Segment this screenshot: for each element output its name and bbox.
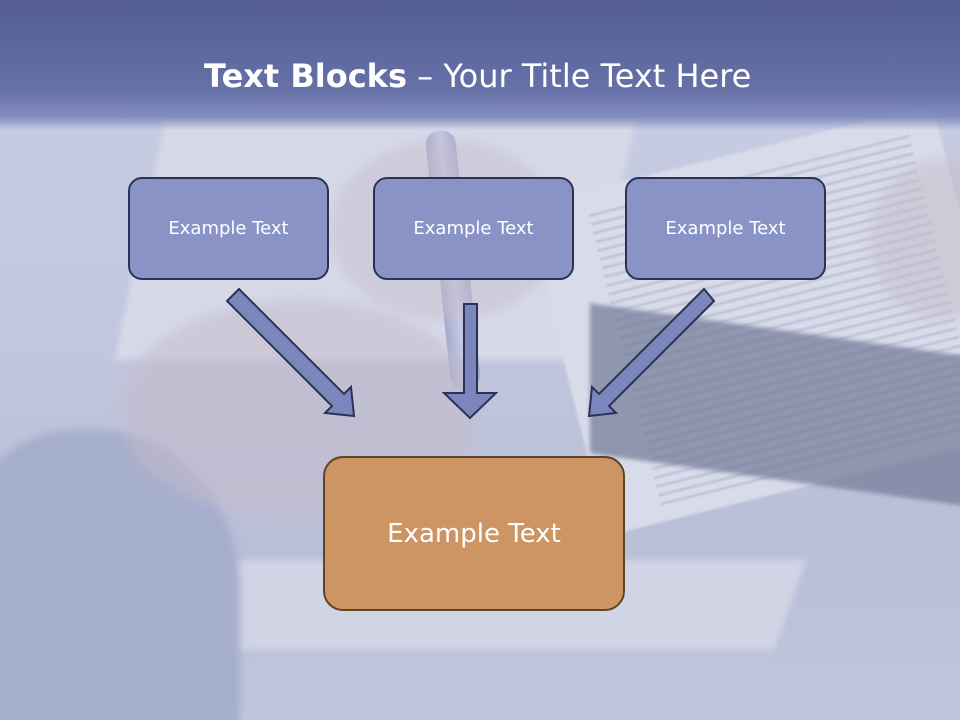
- text-block-2[interactable]: Example Text: [373, 177, 574, 280]
- target-text-block-label: Example Text: [387, 518, 561, 549]
- text-block-3[interactable]: Example Text: [625, 177, 826, 280]
- text-block-2-label: Example Text: [413, 218, 534, 239]
- title-banner: [0, 0, 960, 130]
- title-bold: Text Blocks: [204, 57, 407, 95]
- slide-title: Text Blocks – Your Title Text Here: [204, 56, 751, 96]
- text-block-1-label: Example Text: [168, 218, 289, 239]
- title-rest: – Your Title Text Here: [407, 57, 752, 95]
- target-text-block[interactable]: Example Text: [323, 456, 625, 611]
- text-block-1[interactable]: Example Text: [128, 177, 329, 280]
- text-block-3-label: Example Text: [665, 218, 786, 239]
